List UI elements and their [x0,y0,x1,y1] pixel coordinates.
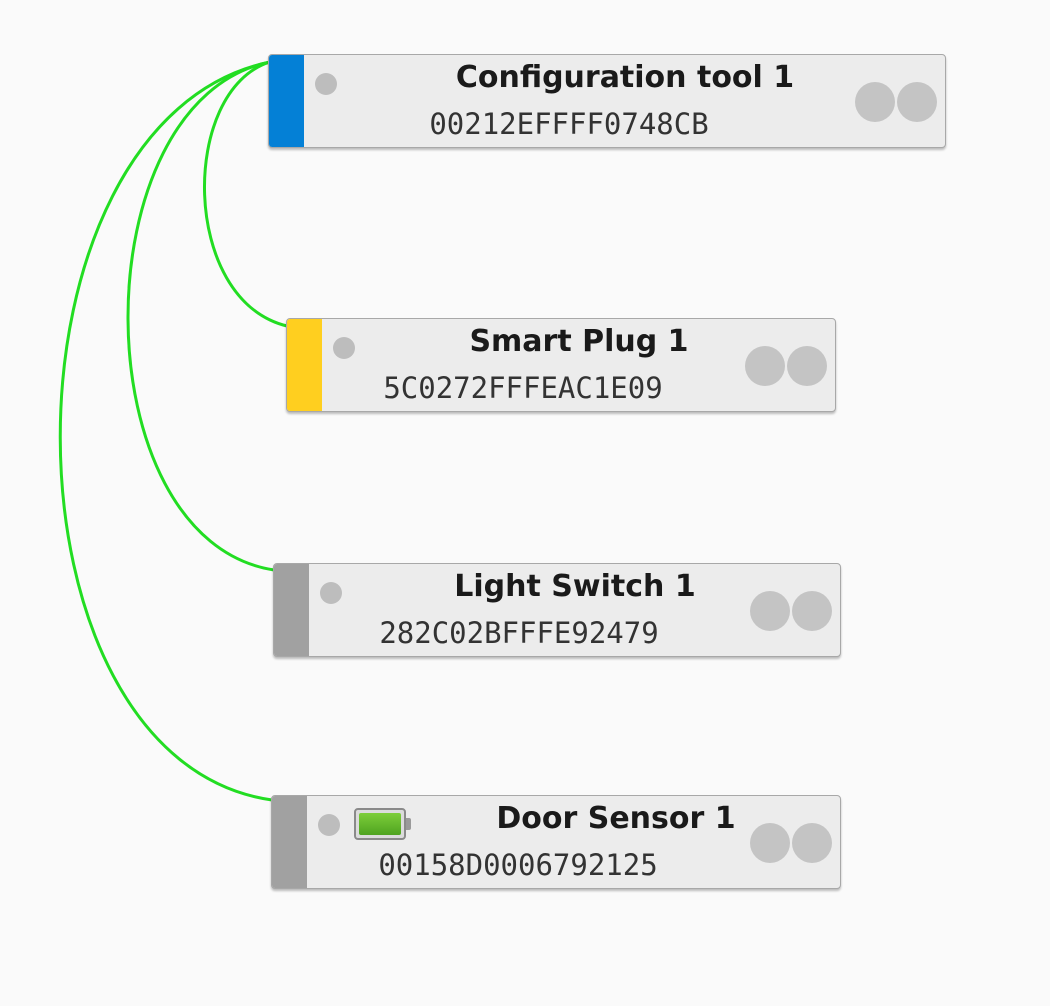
device-name: Door Sensor 1 [496,801,736,836]
device-node-door-sensor[interactable]: Door Sensor 1 00158D0006792125 [271,795,841,889]
device-node-config-tool[interactable]: Configuration tool 1 00212EFFFF0748CB [268,54,946,148]
device-name: Configuration tool 1 [455,60,795,95]
device-ieee-address: 00158D0006792125 [378,848,658,882]
link-config-tool-light-switch [126,60,275,572]
status-dot [318,814,340,836]
status-dot [320,582,342,604]
status-dot [333,337,355,359]
node-port-right[interactable] [897,82,937,122]
end-device-role-stripe [272,796,307,888]
status-dot [315,73,337,95]
link-config-tool-smart-plug [202,60,288,328]
device-name: Light Switch 1 [454,569,696,604]
router-role-stripe [287,319,322,411]
device-ieee-address: 282C02BFFFE92479 [379,616,659,650]
device-ieee-address: 00212EFFFF0748CB [429,107,709,141]
node-port-right[interactable] [792,823,832,863]
battery-full-icon [354,808,411,840]
node-port-left[interactable] [855,82,895,122]
device-node-light-switch[interactable]: Light Switch 1 282C02BFFFE92479 [273,563,841,657]
device-name: Smart Plug 1 [469,324,689,359]
link-config-tool-door-sensor [58,60,273,802]
node-port-left[interactable] [745,346,785,386]
node-port-left[interactable] [750,591,790,631]
node-port-right[interactable] [787,346,827,386]
device-node-smart-plug[interactable]: Smart Plug 1 5C0272FFFEAC1E09 [286,318,836,412]
end-device-role-stripe [274,564,309,656]
device-ieee-address: 5C0272FFFEAC1E09 [383,371,663,405]
node-port-right[interactable] [792,591,832,631]
node-port-left[interactable] [750,823,790,863]
coordinator-role-stripe [269,55,304,147]
